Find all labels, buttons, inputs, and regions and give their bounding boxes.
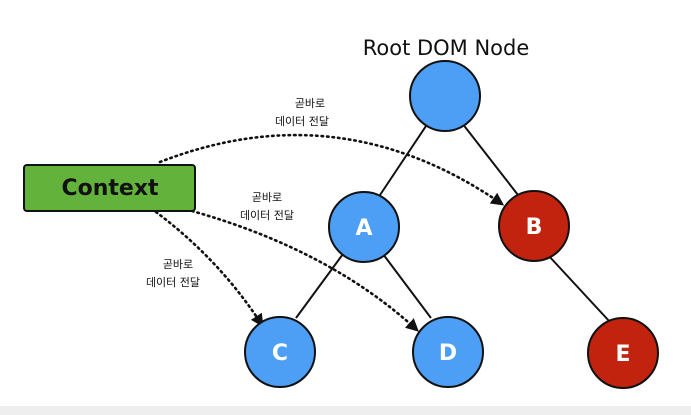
note-top-line2: 데이터 전달 bbox=[275, 115, 329, 128]
arrow-context-to-b bbox=[158, 133, 505, 206]
root-node-title: Root DOM Node bbox=[363, 36, 530, 60]
note-mid-line1: 곧바로 bbox=[252, 191, 282, 204]
node-a-label: A bbox=[355, 216, 372, 241]
root-node bbox=[409, 60, 481, 132]
node-e-label: E bbox=[615, 342, 630, 367]
note-left-line1: 곧바로 bbox=[163, 258, 193, 271]
edge-a-d bbox=[382, 253, 432, 319]
node-c bbox=[244, 316, 316, 388]
arrow-context-to-c bbox=[154, 210, 264, 328]
edge-root-b bbox=[461, 122, 519, 196]
note-left-line2: 데이터 전달 bbox=[146, 276, 200, 289]
note-mid-line2: 데이터 전달 bbox=[240, 209, 294, 222]
edge-b-e bbox=[547, 254, 611, 323]
edge-root-a bbox=[377, 122, 429, 199]
node-c-label: C bbox=[272, 341, 288, 366]
node-b bbox=[498, 190, 570, 262]
context-box bbox=[23, 164, 196, 212]
edge-a-c bbox=[295, 253, 344, 319]
node-a bbox=[328, 191, 400, 263]
node-d bbox=[412, 316, 484, 388]
bottom-strip bbox=[0, 406, 691, 415]
context-label: Context bbox=[61, 176, 159, 201]
node-d-label: D bbox=[439, 341, 457, 366]
arrow-context-to-d bbox=[190, 209, 419, 332]
note-top-line1: 곧바로 bbox=[295, 97, 325, 110]
node-b-label: B bbox=[526, 215, 543, 240]
node-e bbox=[587, 317, 659, 389]
